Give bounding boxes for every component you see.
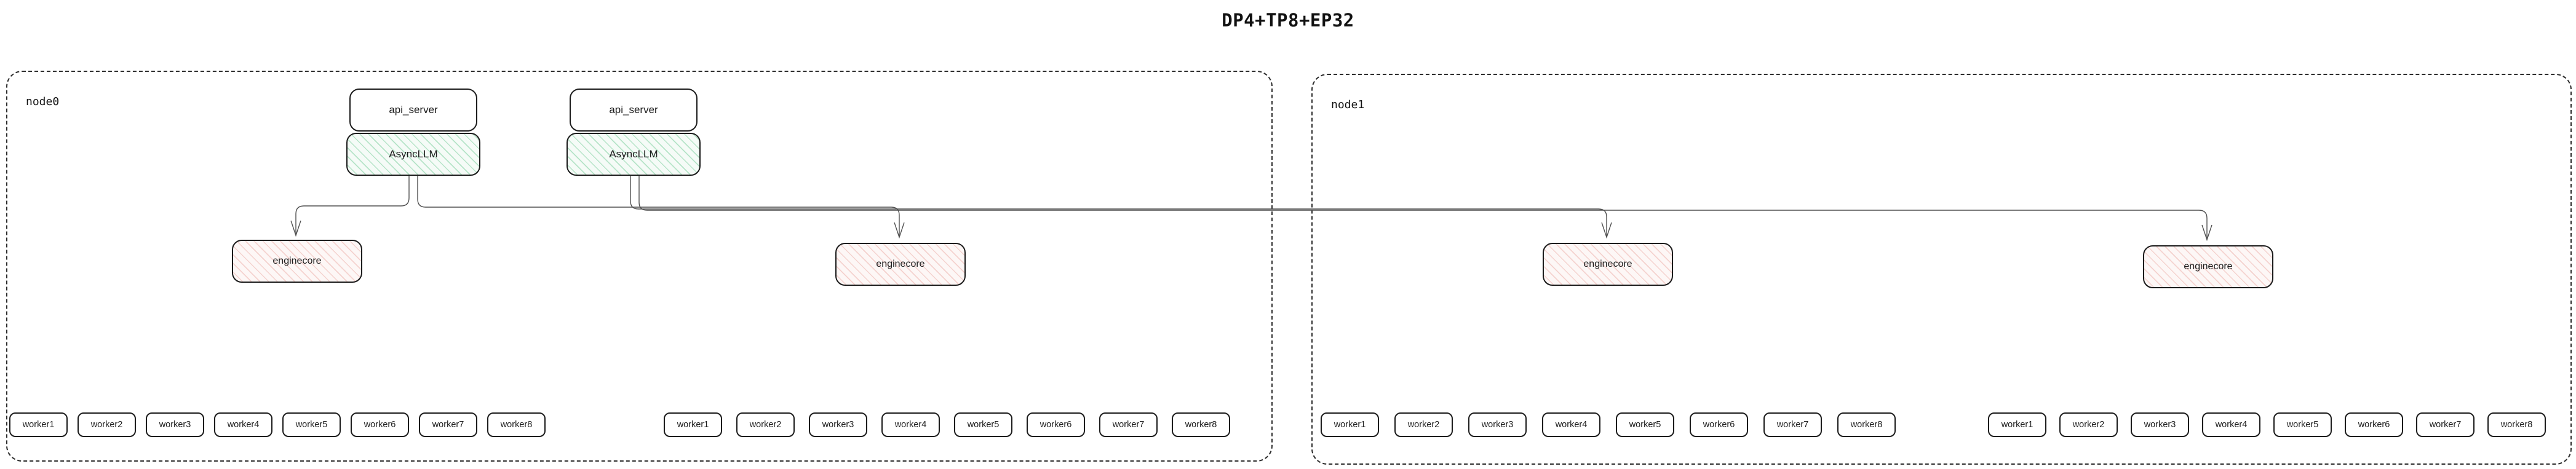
api-server-box-2: api_server [570, 89, 698, 132]
worker-box: worker8 [1172, 412, 1230, 437]
worker-box: worker3 [2131, 412, 2189, 437]
worker-box: worker5 [282, 412, 341, 437]
worker-box: worker1 [9, 412, 68, 437]
diagram-title: DP4+TP8+EP32 [1222, 10, 1354, 31]
asyncllm-box-1: AsyncLLM [346, 133, 480, 176]
worker-box: worker6 [1027, 412, 1085, 437]
worker-box: worker7 [1763, 412, 1822, 437]
worker-box: worker2 [78, 412, 136, 437]
worker-box: worker3 [1468, 412, 1527, 437]
api-server-2-label: api_server [609, 104, 658, 116]
worker-box: worker7 [2416, 412, 2475, 437]
worker-box: worker7 [419, 412, 477, 437]
asyncllm-box-2: AsyncLLM [566, 133, 701, 176]
asyncllm-1-label: AsyncLLM [389, 148, 438, 160]
worker-box: worker6 [1690, 412, 1748, 437]
worker-box: worker2 [736, 412, 795, 437]
worker-group-2: worker1 worker2 worker3 worker4 worker5 worke… [664, 412, 1230, 437]
worker-box: worker6 [351, 412, 409, 437]
enginecore-box-4: enginecore [2143, 245, 2273, 288]
worker-box: worker8 [1837, 412, 1896, 437]
worker-box: worker4 [1542, 412, 1600, 437]
worker-group-4: worker1 worker2 worker3 worker4 worker5 worke… [1988, 412, 2546, 437]
worker-box: worker1 [1988, 412, 2046, 437]
enginecore-3-label: enginecore [1583, 259, 1632, 269]
enginecore-2-label: enginecore [876, 259, 925, 269]
node-container-node0: node0 api_server AsyncLLM api_server Asy… [6, 71, 1273, 462]
enginecore-box-3: enginecore [1543, 243, 1673, 286]
api-server-box-1: api_server [349, 89, 477, 132]
worker-box: worker8 [2487, 412, 2546, 437]
worker-box: worker1 [664, 412, 722, 437]
worker-box: worker1 [1321, 412, 1379, 437]
worker-box: worker2 [2059, 412, 2118, 437]
worker-box: worker5 [2273, 412, 2332, 437]
worker-box: worker6 [2345, 412, 2403, 437]
worker-box: worker4 [2202, 412, 2260, 437]
worker-group-3: worker1 worker2 worker3 worker4 worker5 worke… [1321, 412, 1896, 437]
worker-box: worker4 [881, 412, 940, 437]
worker-box: worker3 [809, 412, 867, 437]
api-server-1-label: api_server [389, 104, 438, 116]
worker-box: worker3 [146, 412, 204, 437]
worker-group-1: worker1 worker2 worker3 worker4 worker5 worke… [9, 412, 546, 437]
worker-box: worker4 [214, 412, 272, 437]
worker-box: worker5 [954, 412, 1012, 437]
node1-label: node1 [1331, 98, 1365, 111]
worker-box: worker5 [1616, 412, 1674, 437]
enginecore-1-label: enginecore [272, 256, 322, 266]
worker-box: worker8 [487, 412, 546, 437]
enginecore-box-2: enginecore [835, 243, 966, 286]
worker-box: worker2 [1394, 412, 1453, 437]
node0-label: node0 [26, 95, 60, 108]
enginecore-box-1: enginecore [232, 240, 362, 283]
asyncllm-2-label: AsyncLLM [609, 148, 658, 160]
worker-box: worker7 [1099, 412, 1158, 437]
enginecore-4-label: enginecore [2184, 261, 2233, 272]
